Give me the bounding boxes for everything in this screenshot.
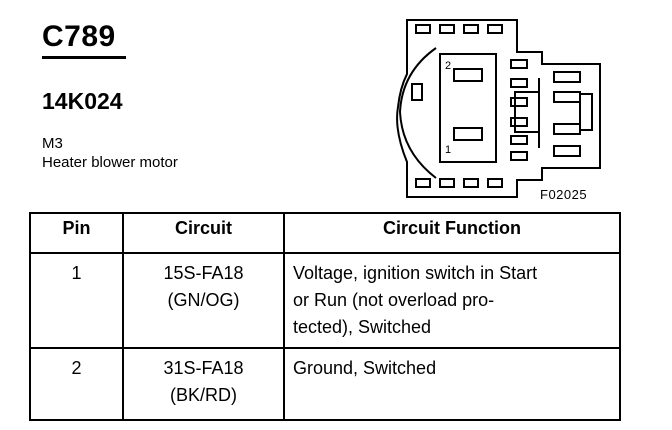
header-circuit: Circuit xyxy=(122,212,285,254)
header-circuit-function: Circuit Function xyxy=(283,212,621,254)
circuit-color: (BK/RD) xyxy=(170,385,237,405)
function-cell: Ground, Switched xyxy=(283,347,621,421)
pin-label-2: 2 xyxy=(445,60,451,72)
connector-id-underline xyxy=(42,56,126,59)
connector-face-diagram: 2 1 xyxy=(396,19,601,198)
circuit-cell: 15S-FA18 (GN/OG) xyxy=(122,252,285,349)
function-line: Voltage, ignition switch in Start xyxy=(293,263,538,283)
component-description: Heater blower motor xyxy=(42,154,178,171)
connector-id: C789 xyxy=(42,20,116,53)
function-line: tected), Switched xyxy=(293,317,432,337)
header-pin: Pin xyxy=(29,212,124,254)
function-line: Ground, Switched xyxy=(293,358,437,378)
table-header-row: Pin Circuit Circuit Function xyxy=(29,212,621,254)
pin-label-1: 1 xyxy=(445,144,451,156)
circuit-code: 15S-FA18 xyxy=(163,263,244,283)
figure-code: F02025 xyxy=(540,187,588,202)
circuit-color: (GN/OG) xyxy=(167,290,240,310)
pin-table: Pin Circuit Circuit Function 1 15S-FA18 … xyxy=(29,212,621,421)
pin-cell: 1 xyxy=(29,252,124,349)
table-row: 1 15S-FA18 (GN/OG) Voltage, ignition swi… xyxy=(29,252,621,349)
circuit-code: 31S-FA18 xyxy=(163,358,244,378)
part-number: 14K024 xyxy=(42,88,123,114)
function-cell: Voltage, ignition switch in Start or Run… xyxy=(283,252,621,349)
function-line: or Run (not overload pro- xyxy=(293,290,495,310)
table-row: 2 31S-FA18 (BK/RD) Ground, Switched xyxy=(29,347,621,421)
pin-cell: 2 xyxy=(29,347,124,421)
location-code: M3 xyxy=(42,135,63,152)
circuit-cell: 31S-FA18 (BK/RD) xyxy=(122,347,285,421)
